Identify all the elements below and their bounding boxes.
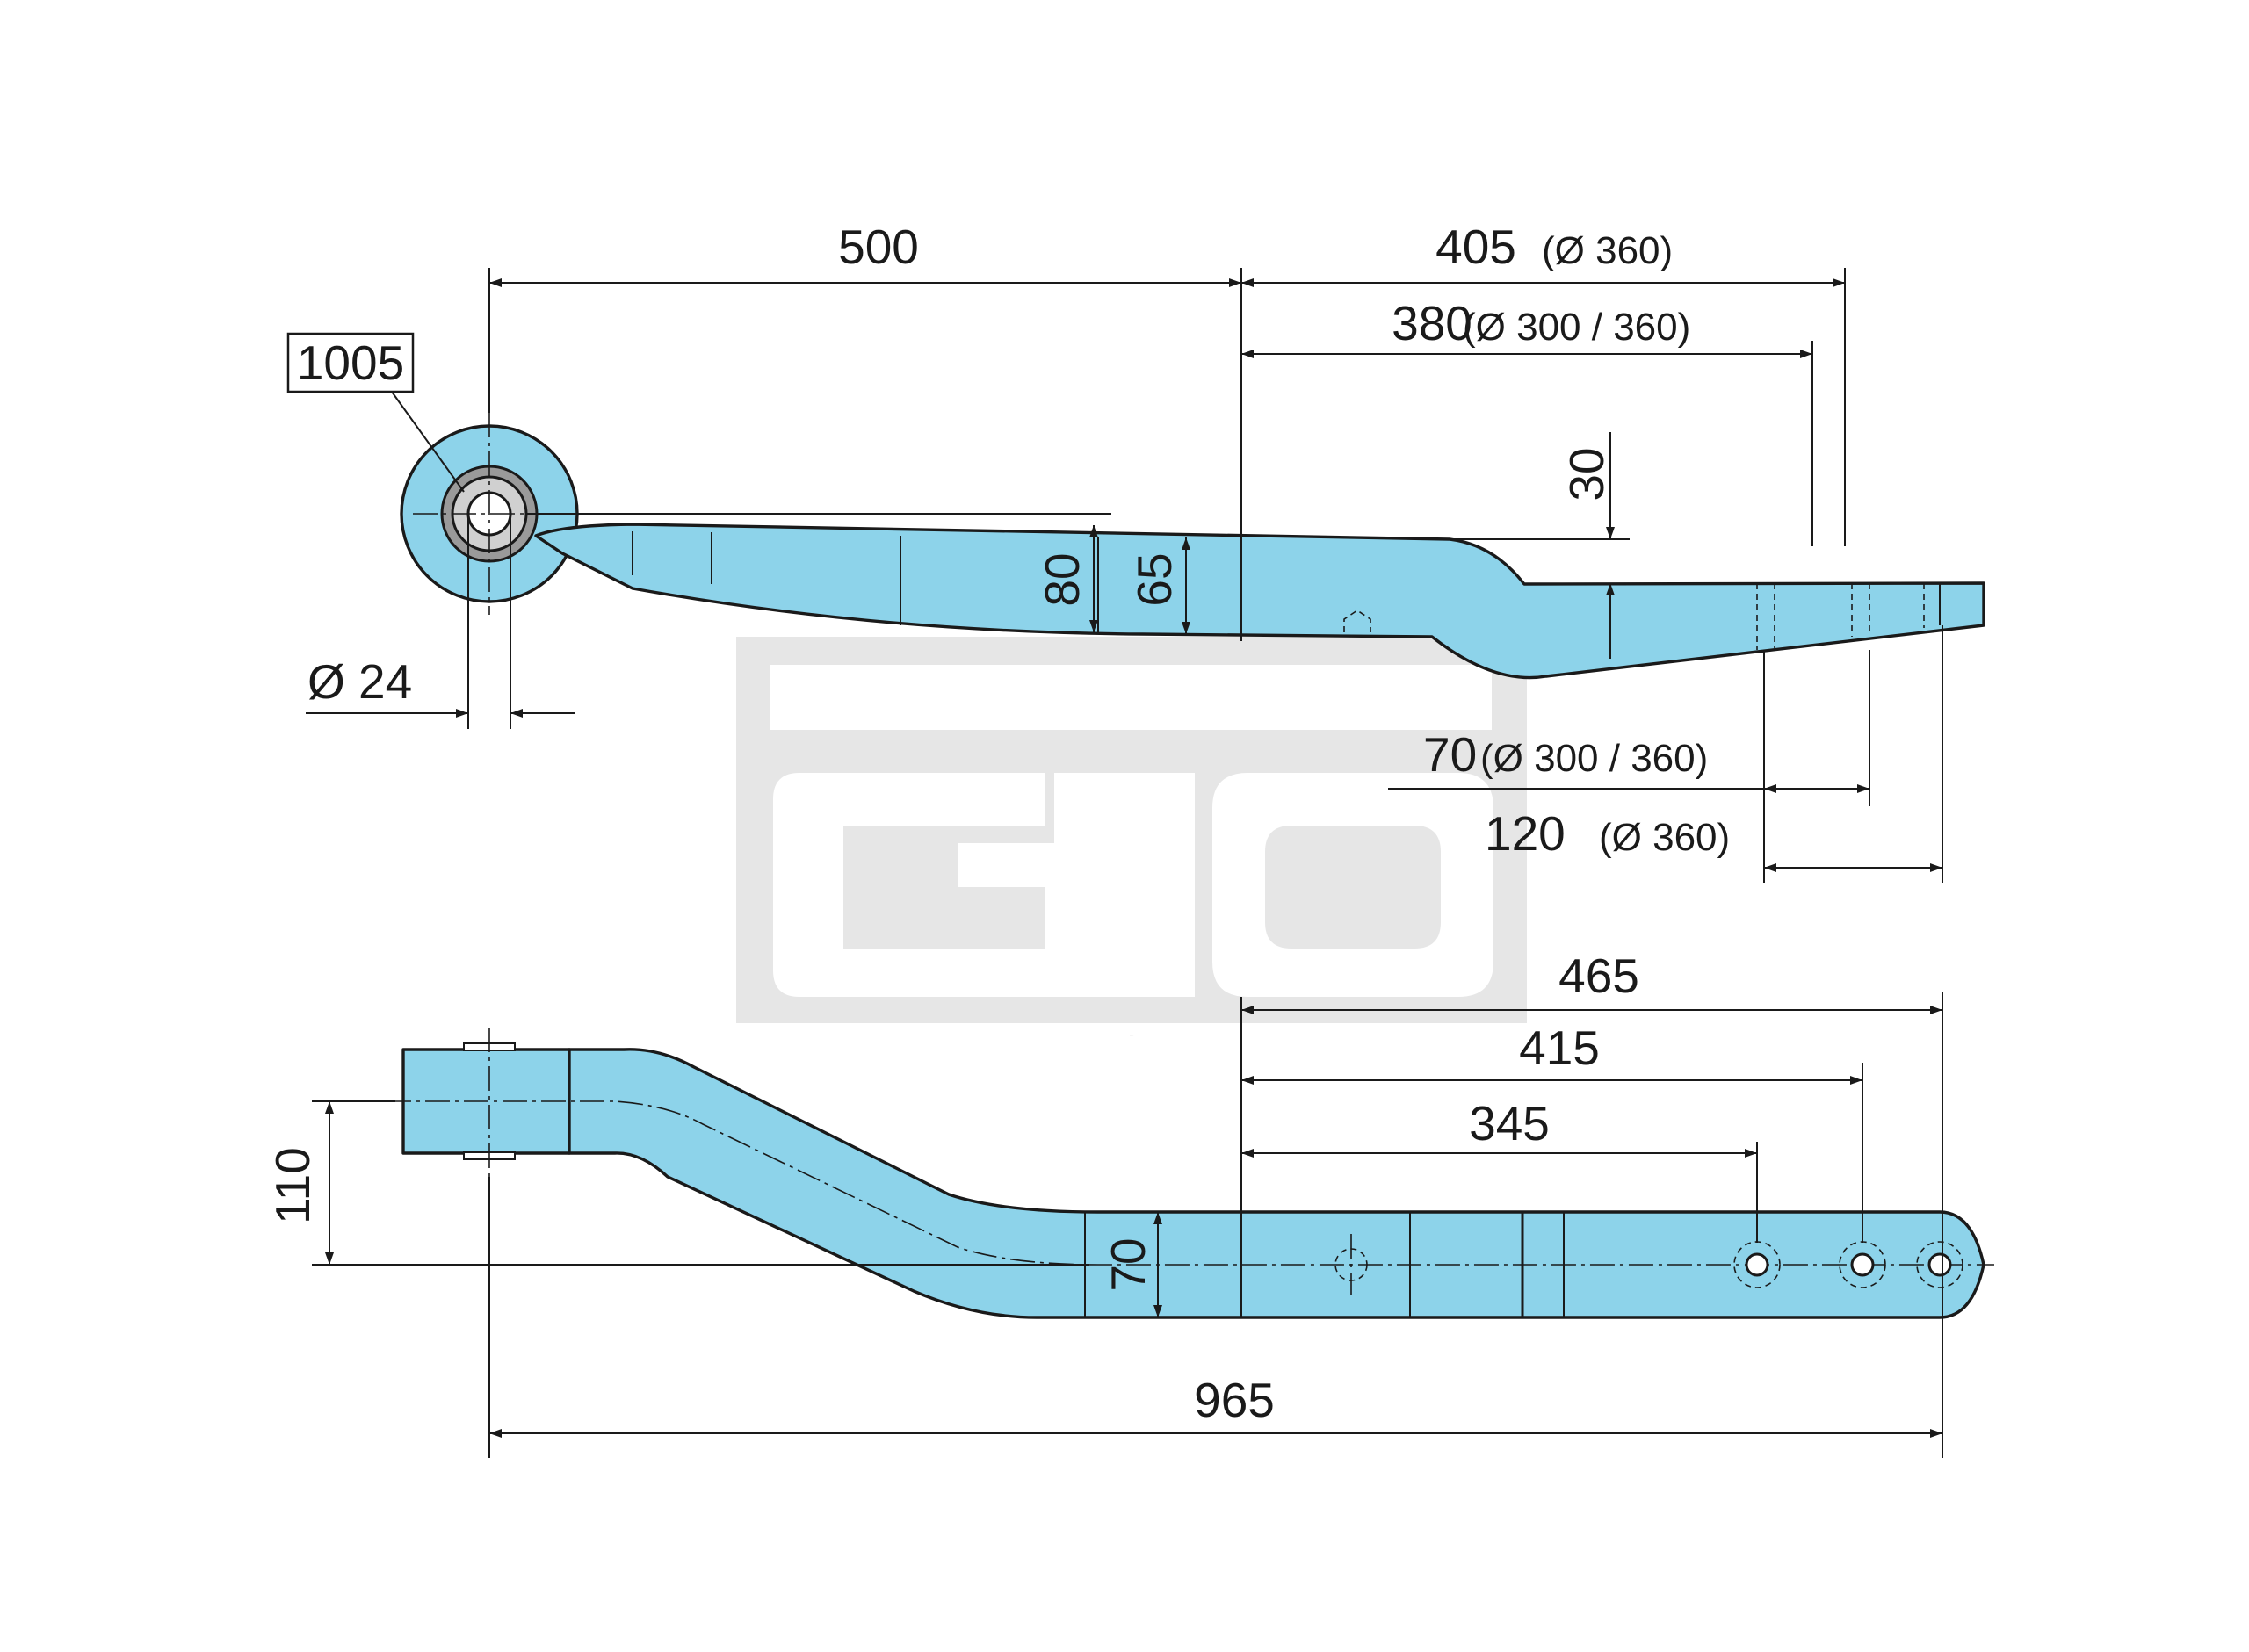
dim-110-label: 110 — [265, 1147, 320, 1224]
side-view: 500 405 (Ø 360) 380 (Ø 300 / 360) 30 80 … — [286, 220, 1985, 883]
hole-120-note: (Ø 360) — [1599, 816, 1730, 859]
top-view: 465 415 345 110 70 965 — [265, 949, 1994, 1458]
spring-leaf-body — [534, 523, 1985, 680]
hole-70-note: (Ø 300 / 360) — [1480, 737, 1708, 780]
dim-500-label: 500 — [838, 220, 919, 274]
mount-hole-hidden — [1916, 1241, 1963, 1288]
dim-80-label: 80 — [1035, 552, 1089, 606]
watermark-letter-o — [1212, 773, 1493, 997]
bore-dim-label: Ø 24 — [307, 654, 412, 709]
dim-405-label: 405 — [1435, 220, 1516, 274]
mount-hole — [1850, 1252, 1875, 1277]
gto-watermark: GTO — [736, 637, 1527, 1037]
part-number-label: 1005 — [297, 335, 404, 390]
dim-70w-label: 70 — [1101, 1237, 1155, 1291]
dim-65-label: 65 — [1127, 552, 1182, 606]
dim-345-label: 345 — [1469, 1096, 1550, 1151]
watermark-letter-t-bar — [770, 665, 1492, 730]
dim-965-label: 965 — [1194, 1373, 1275, 1427]
dim-380-note: (Ø 300 / 360) — [1463, 306, 1690, 349]
hole-120-label: 120 — [1485, 806, 1566, 861]
mount-hole — [1927, 1252, 1952, 1277]
dim-465-label: 465 — [1558, 949, 1639, 1003]
dim-415-label: 415 — [1519, 1021, 1600, 1075]
mount-hole — [1745, 1252, 1769, 1277]
hole-70-label: 70 — [1423, 727, 1477, 782]
dim-30-label: 30 — [1559, 447, 1614, 501]
part-number-box — [286, 332, 415, 393]
watermark-letter-t-stem — [1054, 773, 1195, 997]
dim-380-label: 380 — [1392, 296, 1472, 350]
watermark-label: GTO — [1130, 1035, 1134, 1037]
spring-leaf-top-body — [568, 1048, 1985, 1319]
top-centerline — [387, 1100, 1994, 1266]
dim-405-note: (Ø 360) — [1542, 229, 1673, 272]
part-number-leader — [384, 381, 465, 493]
